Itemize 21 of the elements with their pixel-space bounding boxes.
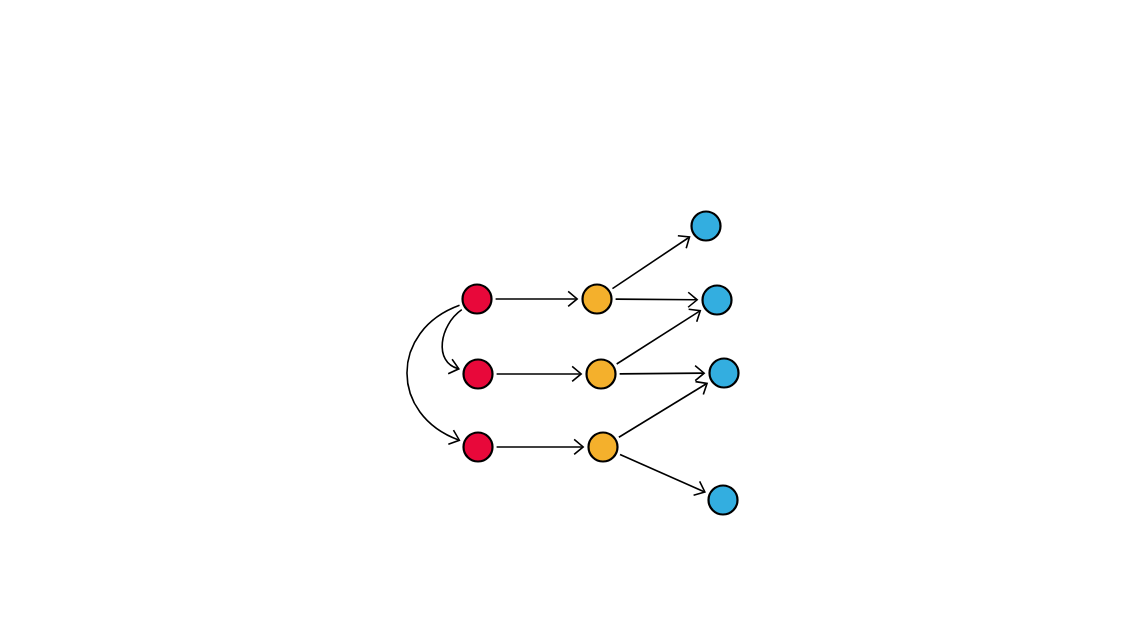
node-circle [461, 283, 493, 315]
arrow [406, 304, 461, 445]
node-circle [462, 431, 494, 463]
arrow [614, 291, 699, 309]
arrow [495, 365, 583, 383]
node-circle [581, 283, 613, 315]
node-circle [707, 484, 739, 516]
arrow [619, 453, 706, 496]
node-circle [690, 210, 722, 242]
node-circle [708, 357, 740, 389]
arrow [618, 364, 706, 382]
arrow [494, 290, 579, 308]
node-circle [701, 284, 733, 316]
arrow [441, 308, 463, 375]
arrow [615, 308, 702, 365]
node-circle [587, 431, 619, 463]
arrow [618, 380, 709, 439]
node-circle [462, 358, 494, 390]
node-circle [585, 358, 617, 390]
arrow [495, 438, 585, 456]
arrow [611, 235, 691, 290]
